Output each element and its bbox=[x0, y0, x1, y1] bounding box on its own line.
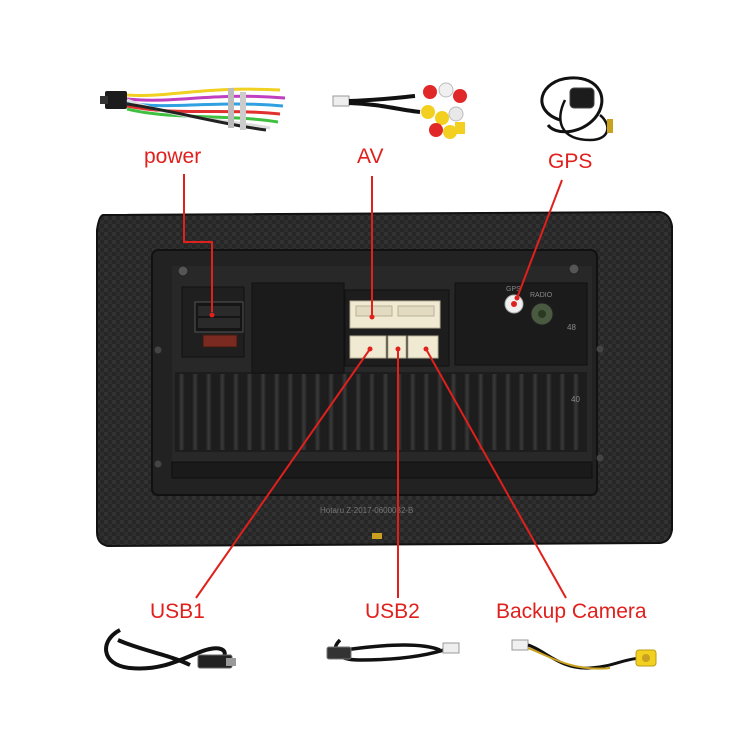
usb1-label: USB1 bbox=[150, 600, 205, 623]
cooling-fin bbox=[572, 374, 580, 450]
cooling-fin bbox=[259, 374, 267, 450]
cooling-fin bbox=[368, 374, 376, 450]
backup-camera-cable-icon bbox=[511, 639, 657, 670]
cooling-fins bbox=[175, 372, 587, 452]
cooling-fin bbox=[178, 374, 185, 450]
cooling-fin bbox=[395, 374, 403, 450]
num-40-label: 40 bbox=[571, 395, 580, 404]
cooling-fin bbox=[450, 374, 457, 450]
power-harness-icon bbox=[100, 87, 286, 132]
cooling-fin bbox=[490, 374, 498, 450]
av-label: AV bbox=[357, 145, 384, 168]
av-rca-cable-icon bbox=[332, 82, 467, 139]
cooling-fin bbox=[246, 374, 253, 450]
cooling-fin bbox=[422, 374, 430, 450]
cooling-fin bbox=[300, 374, 308, 450]
cooling-fin bbox=[409, 374, 417, 450]
usb1-pointer bbox=[195, 348, 371, 599]
gps-port bbox=[504, 294, 524, 314]
cooling-fin bbox=[504, 374, 512, 450]
backup-camera-label: Backup Camera bbox=[496, 600, 647, 623]
cooling-fin bbox=[354, 374, 362, 450]
num-48-label: 48 bbox=[567, 323, 576, 332]
cooling-fin bbox=[341, 374, 349, 450]
cooling-fin bbox=[314, 374, 321, 450]
radio-port-label: RADIO bbox=[530, 292, 553, 299]
power-pointer bbox=[183, 174, 213, 312]
cooling-fin bbox=[232, 374, 240, 450]
cooling-fin bbox=[191, 374, 199, 450]
cooling-fin bbox=[205, 374, 213, 450]
cooling-fin bbox=[436, 374, 444, 450]
cooling-fin bbox=[327, 374, 335, 450]
usb2-label: USB2 bbox=[365, 600, 420, 623]
cooling-fin bbox=[218, 374, 226, 450]
cooling-fin bbox=[477, 374, 485, 450]
cooling-fin bbox=[545, 374, 553, 450]
head-unit-rear: Hotaru Z-2017-0600032-B bbox=[96, 210, 673, 548]
pointer-lines bbox=[183, 174, 567, 599]
power-connector bbox=[194, 301, 244, 348]
cooling-fin bbox=[463, 374, 471, 450]
cooling-fin bbox=[273, 374, 281, 450]
cooling-fin bbox=[286, 374, 294, 450]
usb2-cable-icon bbox=[326, 638, 460, 662]
backup-camera-pointer bbox=[425, 348, 567, 599]
pointer-tips bbox=[209, 295, 520, 352]
radio-port bbox=[530, 302, 554, 326]
gps-pointer bbox=[516, 179, 563, 299]
usb1-cable-icon bbox=[104, 628, 236, 671]
cooling-fin bbox=[558, 374, 566, 450]
gps-antenna-icon bbox=[540, 76, 613, 142]
gps-label: GPS bbox=[548, 150, 593, 173]
gps-port-label: GPS bbox=[506, 286, 521, 293]
power-label: power bbox=[144, 145, 202, 168]
bottom-sticker-text: Hotaru Z-2017-0600032-B bbox=[320, 506, 413, 515]
cooling-fin bbox=[531, 374, 539, 450]
av-connector bbox=[349, 300, 441, 329]
cooling-fin bbox=[382, 374, 389, 450]
cooling-fin bbox=[518, 374, 525, 450]
